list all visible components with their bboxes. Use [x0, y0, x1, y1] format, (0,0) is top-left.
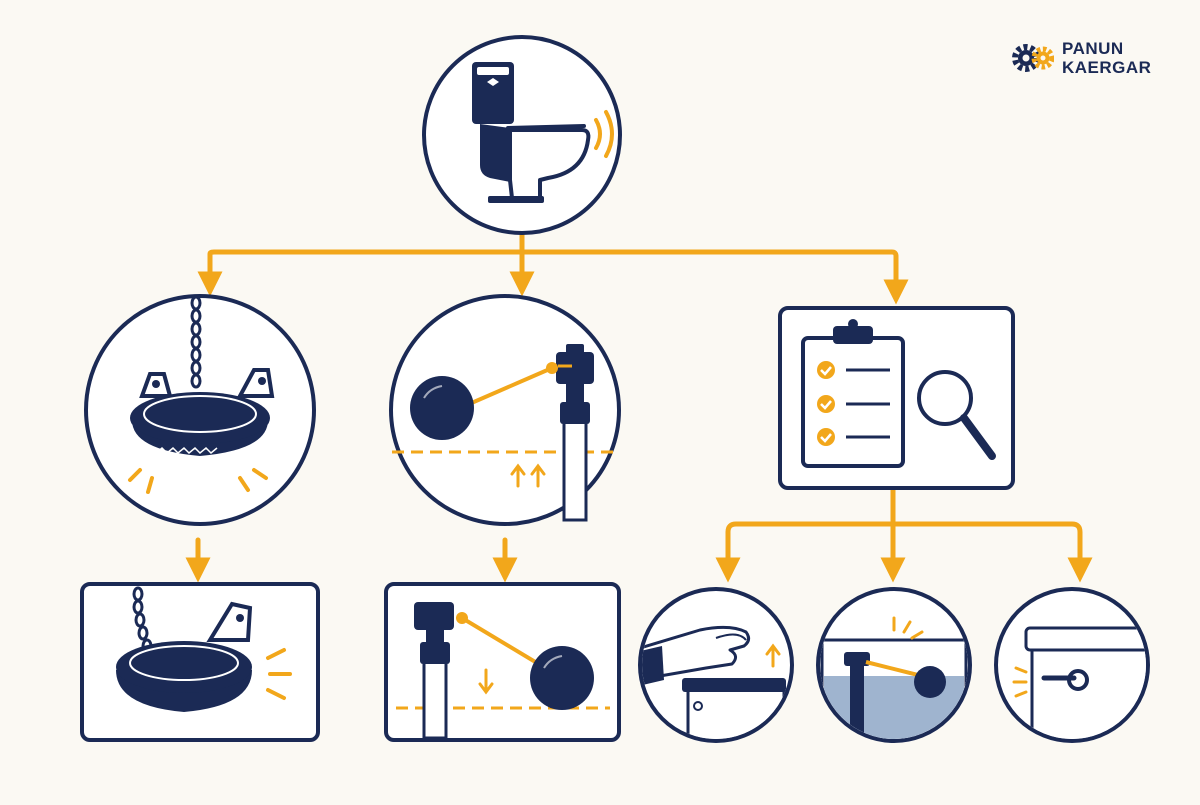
gear-icon [1012, 44, 1054, 72]
running-toilet-icon [472, 62, 614, 203]
brand-logo: PANUN KAERGAR [1010, 38, 1151, 78]
node-float-lowered [384, 582, 621, 742]
brand-name-line1: PANUN [1062, 39, 1124, 58]
worn-flapper-icon [128, 295, 275, 494]
node-inspect-tank [816, 587, 972, 743]
node-inspection [778, 306, 1015, 490]
node-lift-tank-lid [638, 587, 794, 743]
node-float-too-high [389, 294, 621, 526]
node-flush-handle [994, 587, 1150, 743]
clipboard-checklist-magnifier-icon [801, 319, 996, 468]
node-new-flapper [80, 582, 320, 742]
new-flapper-icon [116, 586, 292, 712]
flush-handle-icon [1012, 626, 1146, 739]
brand-name-line2: KAERGAR [1062, 58, 1152, 77]
connectors [185, 230, 1093, 583]
float-lowered-icon [396, 602, 610, 740]
node-running-toilet [422, 35, 622, 235]
node-worn-flapper [84, 294, 316, 526]
float-too-high-icon [392, 344, 618, 522]
